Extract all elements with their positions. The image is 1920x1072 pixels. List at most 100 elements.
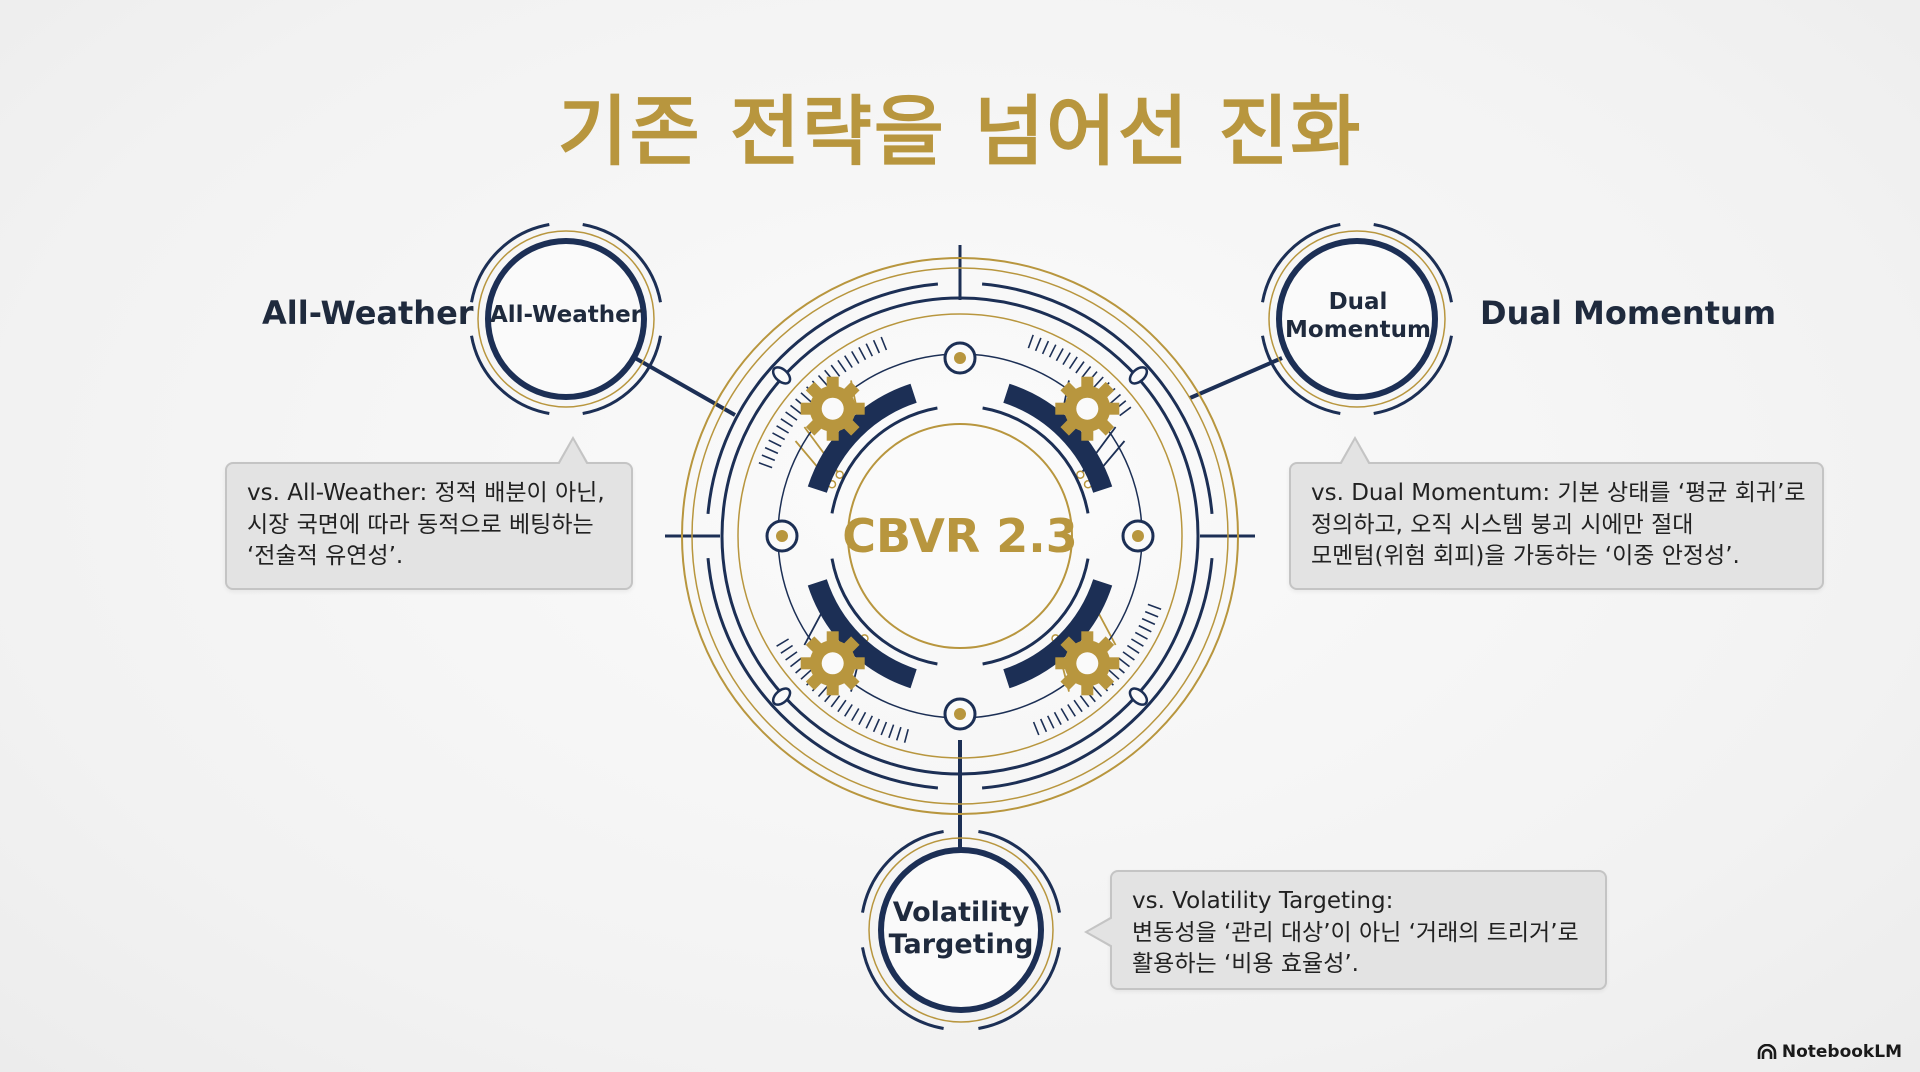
tick-mark — [1119, 406, 1132, 417]
node-outer-arc — [861, 947, 944, 1030]
tick-mark — [1122, 651, 1135, 661]
node-inner-ring — [1276, 238, 1438, 400]
tick-mark — [1067, 704, 1076, 717]
tick-mark — [1027, 334, 1034, 349]
tick-mark — [1034, 337, 1042, 352]
tick-mark — [1046, 715, 1055, 729]
dual-momentum-node-label-line: Dual — [1328, 289, 1388, 315]
tick-mark — [790, 657, 802, 668]
cardinal-connector-dot — [954, 708, 966, 720]
outer-gold-ring — [691, 267, 1229, 805]
gear-tooth — [1081, 631, 1094, 644]
tick-mark — [1053, 711, 1062, 725]
slot-oval — [771, 687, 792, 706]
tick-mark — [776, 638, 790, 647]
gear-hole — [1076, 652, 1099, 675]
all-weather-callout: vs. All-Weather: 정적 배분이 아닌, 시장 국면에 따라 동적… — [225, 436, 633, 590]
inner-segment — [982, 406, 1090, 514]
core-ring — [847, 423, 1073, 649]
gear-icon — [800, 631, 865, 696]
dual-momentum-side-label: Dual Momentum — [1480, 294, 1777, 332]
tick-mark — [851, 708, 860, 722]
tick-mark — [800, 669, 812, 680]
gear-tooth — [800, 402, 813, 415]
tick-mark — [880, 336, 888, 351]
tick-mark — [880, 721, 888, 736]
tick-mark — [895, 726, 902, 741]
tick-mark — [865, 343, 874, 357]
tick-mark — [1093, 376, 1104, 388]
tick-mark — [1118, 657, 1130, 668]
tick-mark — [758, 462, 773, 469]
cardinal-connector-dot — [776, 530, 788, 542]
node-outer-arc — [582, 335, 662, 415]
gear-tooth — [1081, 683, 1094, 696]
callout-line: vs. Volatility Targeting: — [1132, 888, 1394, 914]
outer-navy-arc — [706, 282, 939, 515]
tick-mark — [764, 446, 779, 455]
slot-oval — [1128, 366, 1149, 385]
tick-mark — [761, 454, 776, 462]
inner-segment — [830, 558, 938, 666]
callout-line: ‘전술적 유연성’. — [247, 543, 404, 570]
tick-mark — [1081, 366, 1092, 378]
inner-segment — [982, 558, 1090, 666]
tick-mark — [785, 651, 798, 661]
tick-mark — [844, 355, 853, 368]
node-outer-arc — [1373, 223, 1453, 303]
gear-tooth — [826, 631, 839, 644]
gear-tooth — [1107, 657, 1120, 670]
tick-mark — [1075, 361, 1085, 374]
gear-hole — [1076, 397, 1099, 420]
callout-line: vs. All-Weather: 정적 배분이 아닌, — [247, 480, 605, 506]
node-outer-arc — [470, 223, 550, 303]
all-weather-side-label: All-Weather — [262, 294, 474, 332]
gear-tooth — [1081, 376, 1094, 389]
tick-mark — [790, 404, 802, 415]
tick-mark — [830, 364, 841, 377]
gear-tooth — [1055, 657, 1068, 670]
tick-mark — [830, 695, 841, 708]
gear-icon — [1055, 631, 1120, 696]
tick-mark — [851, 350, 860, 364]
tick-mark — [785, 411, 798, 421]
tick-mark — [1134, 631, 1148, 640]
cardinal-connector-dot — [954, 352, 966, 364]
tick-mark — [872, 718, 881, 733]
page-title: 기존 전략을 넘어선 진화 — [557, 87, 1363, 176]
outer-navy-arc — [981, 557, 1214, 790]
brand-name: NotebookLM — [1781, 1042, 1902, 1062]
tick-mark — [844, 704, 853, 717]
tick-mark — [772, 432, 786, 441]
node-outer-arc — [861, 830, 944, 913]
inner-segment — [830, 406, 938, 514]
gear-icon — [800, 376, 865, 441]
tick-mark — [865, 715, 874, 729]
tick-mark — [776, 425, 790, 434]
volatility-targeting-node-label: Volatility Targeting — [871, 897, 1051, 962]
node-outer-arc — [978, 947, 1061, 1030]
volatility-targeting-node-label-line: Volatility — [892, 897, 1030, 928]
tick-mark — [1048, 344, 1057, 358]
tick-mark — [1144, 610, 1159, 618]
gear-hole — [821, 397, 844, 420]
gear-tooth — [1107, 402, 1120, 415]
tick-mark — [888, 724, 895, 739]
callout-line: 활용하는 ‘비용 효율성’. — [1132, 951, 1359, 978]
callout-line: 정의하고, 오직 시스템 붕괴 시에만 절대 — [1311, 511, 1694, 538]
slot-oval — [1128, 687, 1149, 706]
core-label: CBVR 2.3 — [842, 509, 1078, 563]
notebooklm-logo-icon — [1757, 1044, 1777, 1059]
gear-tooth — [800, 657, 813, 670]
tick-mark — [1147, 603, 1162, 610]
tick-mark — [1138, 624, 1152, 633]
node-inner-ring — [878, 847, 1044, 1013]
node-circle — [1261, 223, 1453, 415]
outer-navy-arc — [981, 282, 1214, 515]
tick-mark — [1068, 356, 1078, 370]
node-circles — [470, 223, 1453, 1030]
dual-momentum-node-label-line: Momentum — [1285, 316, 1431, 343]
dual-momentum-callout: vs. Dual Momentum: 기본 상태를 ‘평균 회귀’로 정의하고,… — [1289, 436, 1824, 590]
outer-navy-arc — [706, 557, 939, 790]
tick-mark — [1108, 669, 1120, 680]
